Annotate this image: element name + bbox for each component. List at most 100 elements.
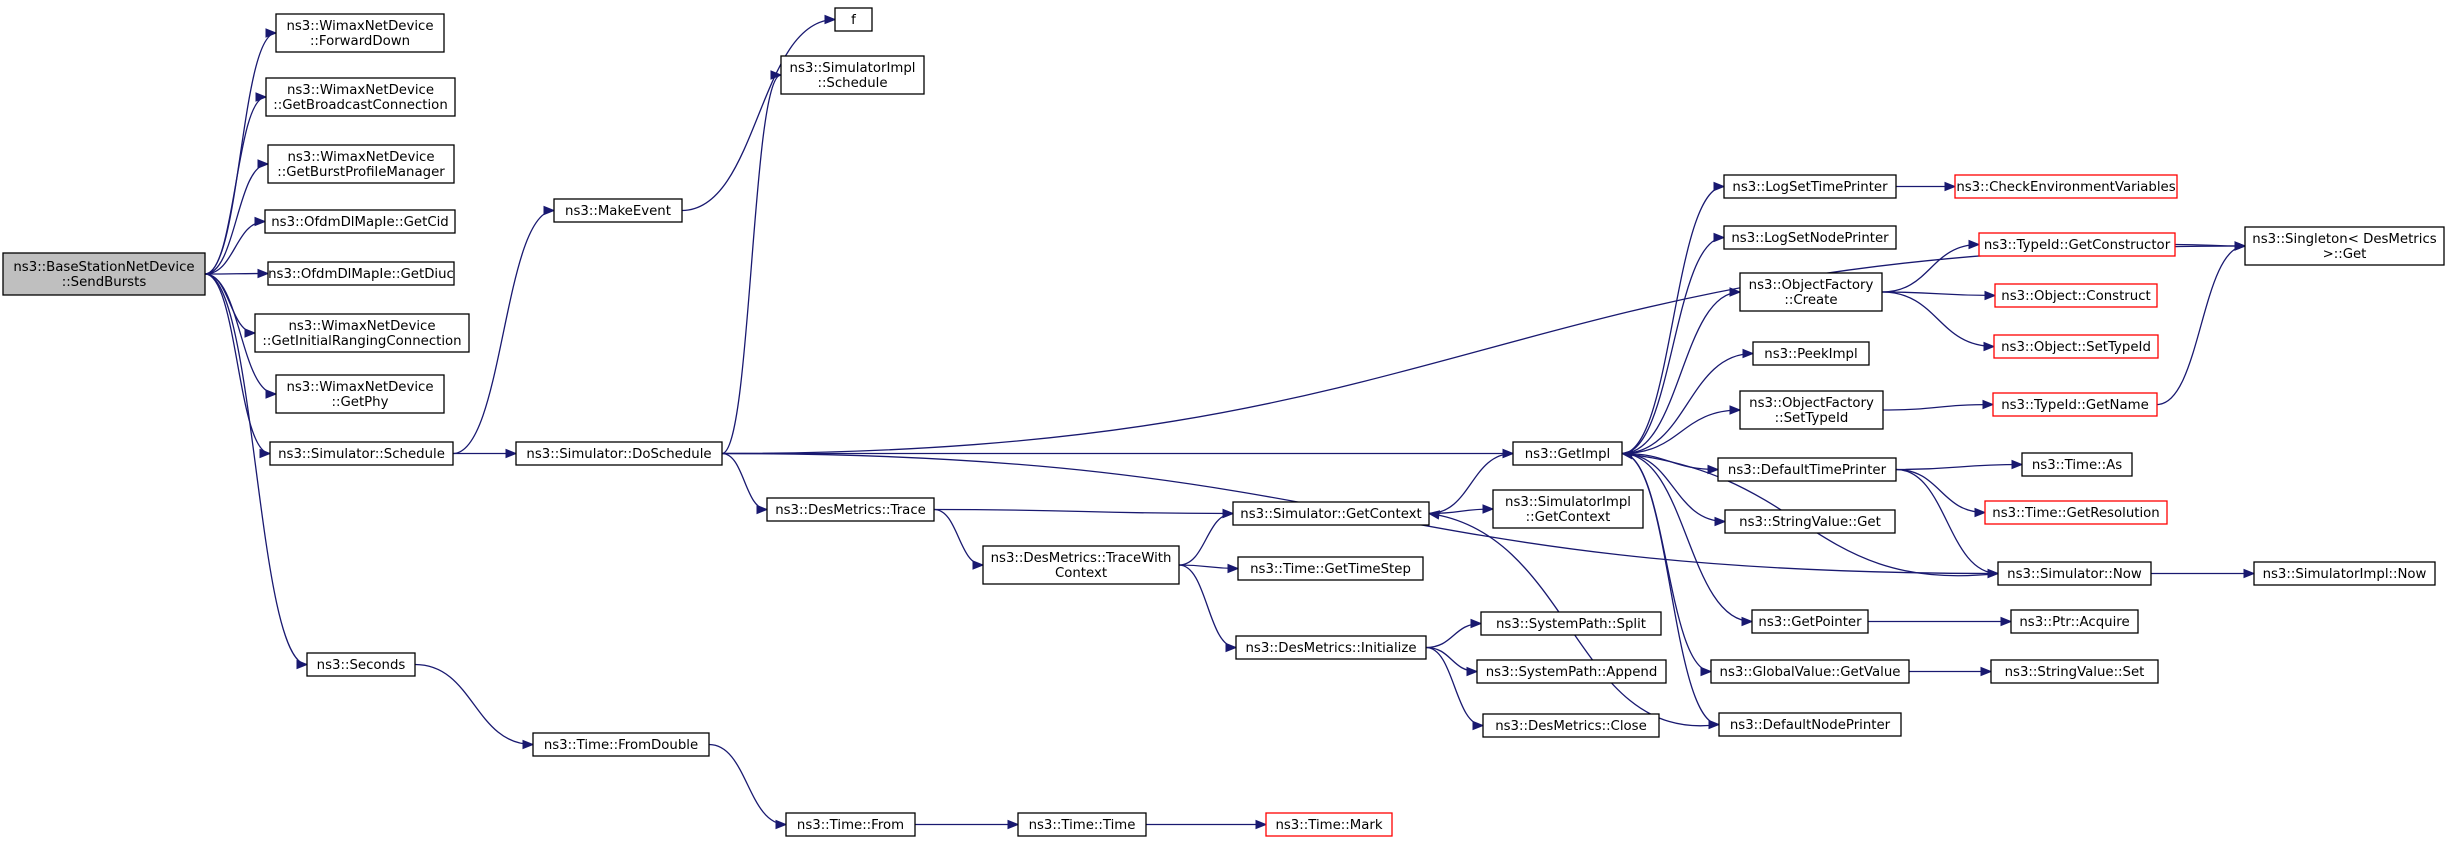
node-f[interactable]: f [834, 7, 873, 32]
node-ns3-globalvalue-getvalue[interactable]: ns3::GlobalValue::GetValue [1710, 659, 1910, 684]
node-ns3-wimaxnetdevice-getbroadcastconnection[interactable]: ns3::WimaxNetDevice::GetBroadcastConnect… [265, 77, 456, 117]
node-ns3-time-as[interactable]: ns3::Time::As [2021, 452, 2133, 477]
node-ns3-objectfactory-create[interactable]: ns3::ObjectFactory::Create [1739, 272, 1883, 312]
node-ns3-desmetrics-trace[interactable]: ns3::DesMetrics::Trace [766, 497, 935, 522]
node-label: ns3::Time::Mark [1275, 818, 1382, 833]
node-ns3-time-from[interactable]: ns3::Time::From [785, 812, 916, 837]
node-ns3-peekimpl[interactable]: ns3::PeekImpl [1752, 341, 1870, 366]
arrowhead [1255, 819, 1268, 830]
node-ns3-wimaxnetdevice-getinitialrangingconnection[interactable]: ns3::WimaxNetDevice::GetInitialRangingCo… [254, 313, 470, 353]
arrowhead [244, 328, 257, 338]
node-ns3-basestationnetdevice-sendbursts[interactable]: ns3::BaseStationNetDevice::SendBursts [2, 252, 206, 296]
node-ns3-objectfactory-settypeid[interactable]: ns3::ObjectFactory::SetTypeId [1739, 390, 1884, 430]
node-label: ns3::TypeId::GetName [2001, 398, 2149, 413]
node-box [2253, 561, 2436, 586]
node-label: ns3::Object::SetTypeId [2001, 340, 2151, 355]
node-ns3-desmetrics-initialize[interactable]: ns3::DesMetrics::Initialize [1235, 635, 1427, 660]
node-box [267, 261, 455, 286]
edge-ofcreate-to-objc [1881, 291, 1996, 297]
node-ns3-logsettimeprinter[interactable]: ns3::LogSetTimePrinter [1723, 174, 1897, 199]
node-ns3-wimaxnetdevice-getburstprofilemanager[interactable]: ns3::WimaxNetDevice::GetBurstProfileMana… [267, 144, 455, 184]
edge-root-to-gbc [204, 96, 267, 275]
node-ns3-time-fromdouble[interactable]: ns3::Time::FromDouble [532, 732, 710, 757]
edge-ofcreate-to-tigc [1881, 243, 1980, 293]
edge-dtp-to-tas [1895, 463, 2023, 471]
node-ns3-typeid-getname[interactable]: ns3::TypeId::GetName [1992, 392, 2158, 417]
node-box [1482, 713, 1660, 738]
node-ns3-getpointer[interactable]: ns3::GetPointer [1751, 609, 1869, 634]
edge-mkev-to-f [681, 18, 836, 212]
node-label: f [851, 13, 856, 28]
node-ns3-stringvalue-set[interactable]: ns3::StringValue::Set [1990, 659, 2159, 684]
node-ns3-simulatorimpl-schedule[interactable]: ns3::SimulatorImpl::Schedule [780, 55, 925, 95]
node-label: ns3::Ptr::Acquire [2019, 615, 2129, 630]
node-ns3-defaulttimeprinter[interactable]: ns3::DefaultTimePrinter [1717, 457, 1897, 482]
edge-dosched-to-dmtrace [721, 452, 768, 511]
node-ns3-simulator-doschedule[interactable]: ns3::Simulator::DoSchedule [515, 441, 723, 466]
edge-getimpl-to-peek [1621, 352, 1754, 455]
node-label: ns3::Time::As [2032, 458, 2122, 473]
edge-getimpl-to-getptr [1621, 452, 1753, 623]
node-ns3-simulatorimpl-getcontext[interactable]: ns3::SimulatorImpl::GetContext [1492, 489, 1644, 529]
node-box [2244, 226, 2445, 266]
node-ns3-systempath-append[interactable]: ns3::SystemPath::Append [1476, 659, 1667, 684]
node-label: ns3::WimaxNetDevice [288, 319, 435, 334]
node-ns3-getimpl[interactable]: ns3::GetImpl [1512, 441, 1623, 466]
node-ns3-simulator-now[interactable]: ns3::Simulator::Now [1997, 561, 2152, 586]
edge-fromdbl-to-from [708, 743, 787, 826]
node-label: ns3::SystemPath::Split [1496, 617, 1646, 632]
edge-dmtwc-to-getctx [1178, 512, 1234, 566]
node-ns3-ofdmdlmapie-getdiuc[interactable]: ns3::OfdmDlMapIe::GetDiuc [267, 261, 455, 286]
node-label: ns3::DesMetrics::Close [1495, 719, 1647, 734]
arrowhead [770, 70, 783, 80]
node-box [1017, 812, 1147, 837]
node-label: ::GetInitialRangingConnection [262, 334, 461, 349]
node-ns3-typeid-getconstructor[interactable]: ns3::TypeId::GetConstructor [1978, 232, 2176, 257]
node-label: ns3::GetPointer [1758, 615, 1862, 630]
node-ns3-time-mark[interactable]: ns3::Time::Mark [1265, 812, 1393, 837]
node-ns3-simulatorimpl-now[interactable]: ns3::SimulatorImpl::Now [2253, 561, 2436, 586]
node-ns3-simulator-getcontext[interactable]: ns3::Simulator::GetContext [1232, 501, 1430, 526]
edge-getimpl-to-dnp [1621, 452, 1720, 726]
node-ns3-logsetnodeprinter[interactable]: ns3::LogSetNodePrinter [1723, 225, 1897, 250]
node-ns3-seconds[interactable]: ns3::Seconds [306, 652, 416, 677]
node-ns3-makeevent[interactable]: ns3::MakeEvent [553, 198, 683, 223]
node-ns3-time-time[interactable]: ns3::Time::Time [1017, 812, 1147, 837]
node-ns3-systempath-split[interactable]: ns3::SystemPath::Split [1480, 611, 1662, 636]
node-box [254, 313, 470, 353]
edge-getimpl-to-lsnp [1621, 236, 1725, 455]
node-label: ns3::SimulatorImpl [790, 61, 916, 76]
node-box [275, 13, 445, 53]
node-ns3-object-settypeid[interactable]: ns3::Object::SetTypeId [1993, 334, 2159, 359]
node-ns3-desmetrics-close[interactable]: ns3::DesMetrics::Close [1482, 713, 1660, 738]
node-ns3-object-construct[interactable]: ns3::Object::Construct [1994, 283, 2158, 308]
arrowhead [775, 819, 788, 830]
node-ns3-time-gettimestep[interactable]: ns3::Time::GetTimeStep [1237, 556, 1424, 581]
node-ns3-singleton-desmetrics-get[interactable]: ns3::Singleton< DesMetrics>::Get [2244, 226, 2445, 266]
edge-ofsti-to-tign [1882, 403, 1994, 411]
arrowhead [1980, 666, 1993, 677]
node-ns3-simulator-schedule[interactable]: ns3::Simulator::Schedule [269, 441, 454, 466]
edge-dmtrace-to-getctx [933, 508, 1234, 515]
node-ns3-ptr-acquire[interactable]: ns3::Ptr::Acquire [2010, 609, 2139, 634]
node-ns3-defaultnodeprinter[interactable]: ns3::DefaultNodePrinter [1718, 712, 1902, 737]
arrowhead [756, 504, 769, 515]
node-label: ns3::StringValue::Get [1739, 515, 1881, 530]
node-box [1990, 659, 2159, 684]
node-box [1232, 501, 1430, 526]
arrowhead [2234, 241, 2247, 251]
edge-ofcreate-to-objsti [1881, 291, 1995, 348]
node-label: Context [1055, 566, 1107, 581]
edge-root-to-gbpm [204, 163, 269, 275]
node-ns3-wimaxnetdevice-getphy[interactable]: ns3::WimaxNetDevice::GetPhy [275, 374, 445, 414]
node-ns3-ofdmdlmapie-getcid[interactable]: ns3::OfdmDlMapIe::GetCid [264, 209, 456, 234]
node-ns3-wimaxnetdevice-forwarddown[interactable]: ns3::WimaxNetDevice::ForwardDown [275, 13, 445, 53]
node-ns3-time-getresolution[interactable]: ns3::Time::GetResolution [1984, 500, 2168, 525]
node-ns3-stringvalue-get[interactable]: ns3::StringValue::Get [1724, 509, 1896, 534]
node-box [1718, 712, 1902, 737]
arrowhead [1729, 287, 1742, 297]
arrowhead [257, 268, 270, 279]
node-ns3-checkenvironmentvariables[interactable]: ns3::CheckEnvironmentVariables [1954, 174, 2178, 199]
edge-dtp-to-snow [1895, 468, 1999, 575]
